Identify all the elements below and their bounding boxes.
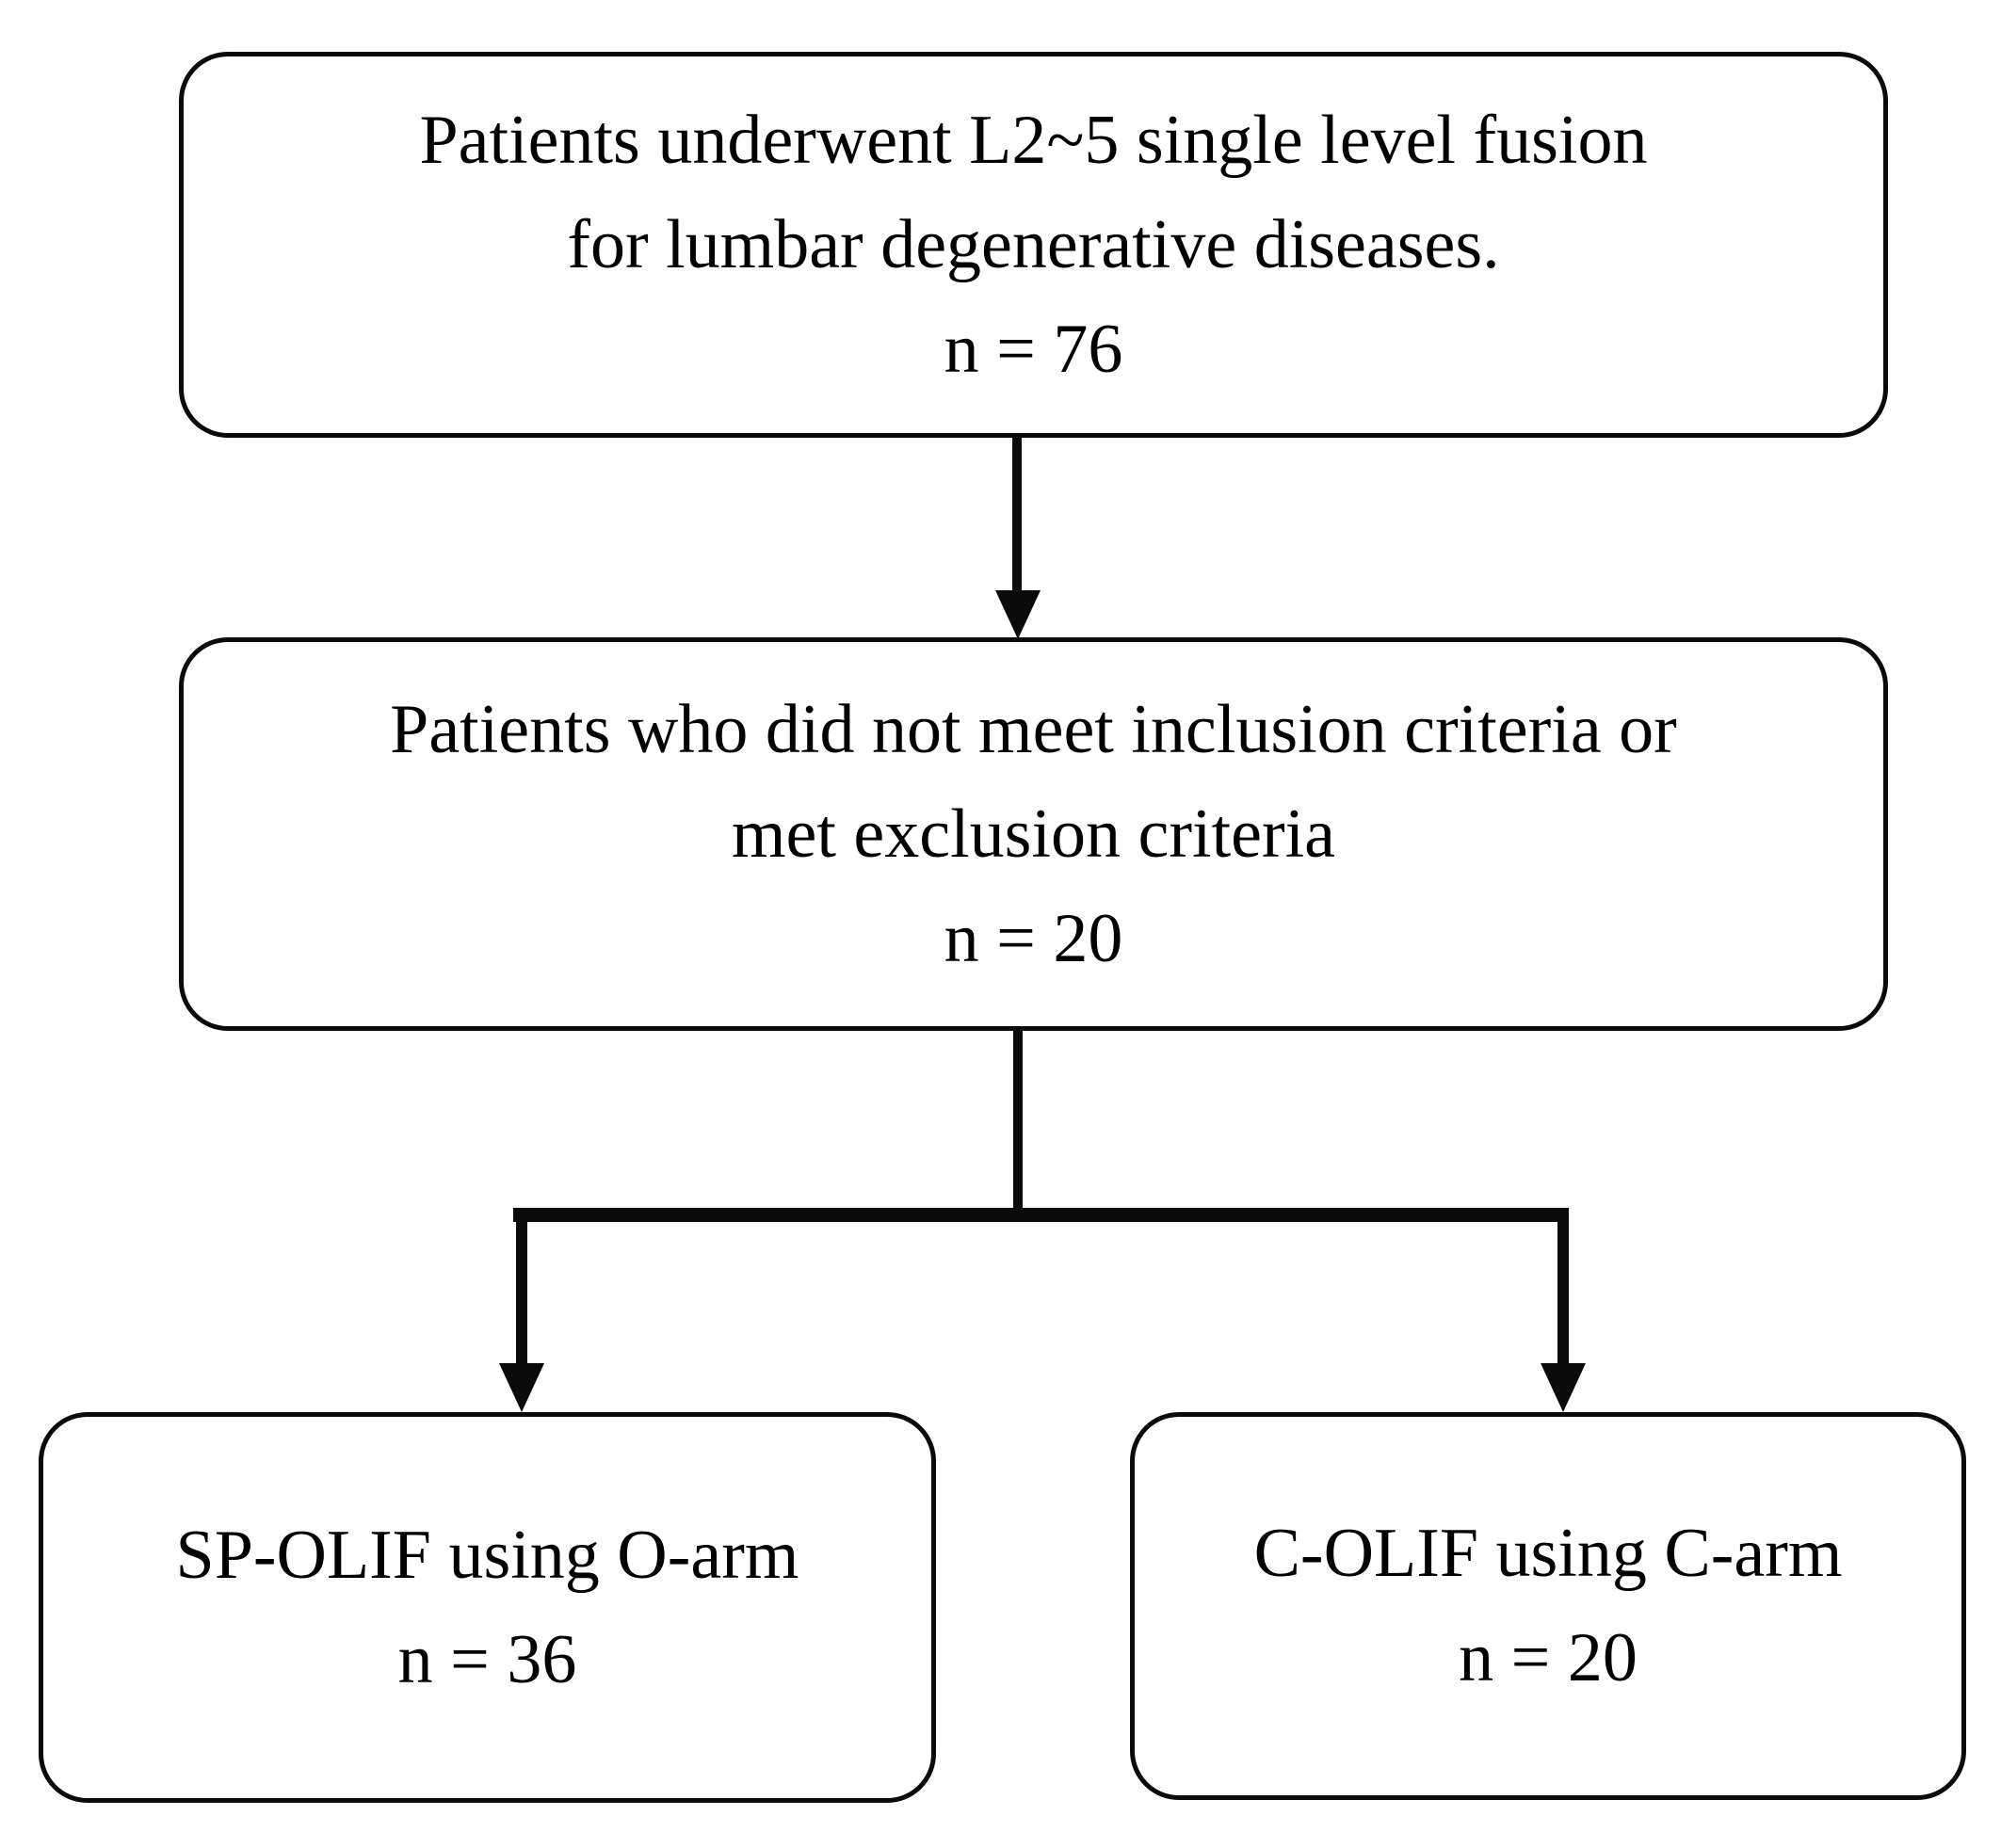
arrowhead-down-icon (499, 1363, 544, 1412)
arrowhead-down-icon (995, 590, 1041, 639)
flow-node-c-olif-group: C-OLIF using C-arm n = 20 (1130, 1412, 1966, 1800)
exclusion-text-line2: met exclusion criteria (731, 795, 1336, 873)
c-olif-count: n = 20 (1459, 1619, 1638, 1696)
flow-node-enrollment: Patients underwent L2~5 single level fus… (179, 52, 1888, 438)
exclusion-text-line1: Patients who did not meet inclusion crit… (390, 690, 1677, 768)
connector-branch-right (1557, 1208, 1569, 1370)
flow-node-sp-olif-group: SP-OLIF using O-arm n = 36 (39, 1412, 936, 1803)
sp-olif-label: SP-OLIF using O-arm (175, 1516, 799, 1594)
connector-split-bar (513, 1208, 1569, 1222)
connector-branch-left (516, 1208, 527, 1370)
connector-exclusion-drop-line (1013, 1029, 1023, 1213)
enrollment-text-line1: Patients underwent L2~5 single level fus… (419, 101, 1648, 179)
enrollment-text-line2: for lumbar degenerative diseases. (567, 205, 1500, 283)
arrowhead-down-icon (1541, 1363, 1586, 1412)
flow-node-exclusion: Patients who did not meet inclusion crit… (179, 637, 1888, 1031)
sp-olif-count: n = 36 (397, 1620, 577, 1698)
c-olif-label: C-OLIF using C-arm (1253, 1515, 1843, 1592)
connector-enrollment-to-exclusion (1012, 435, 1022, 597)
enrollment-count: n = 76 (944, 310, 1123, 388)
exclusion-count: n = 20 (944, 899, 1123, 977)
